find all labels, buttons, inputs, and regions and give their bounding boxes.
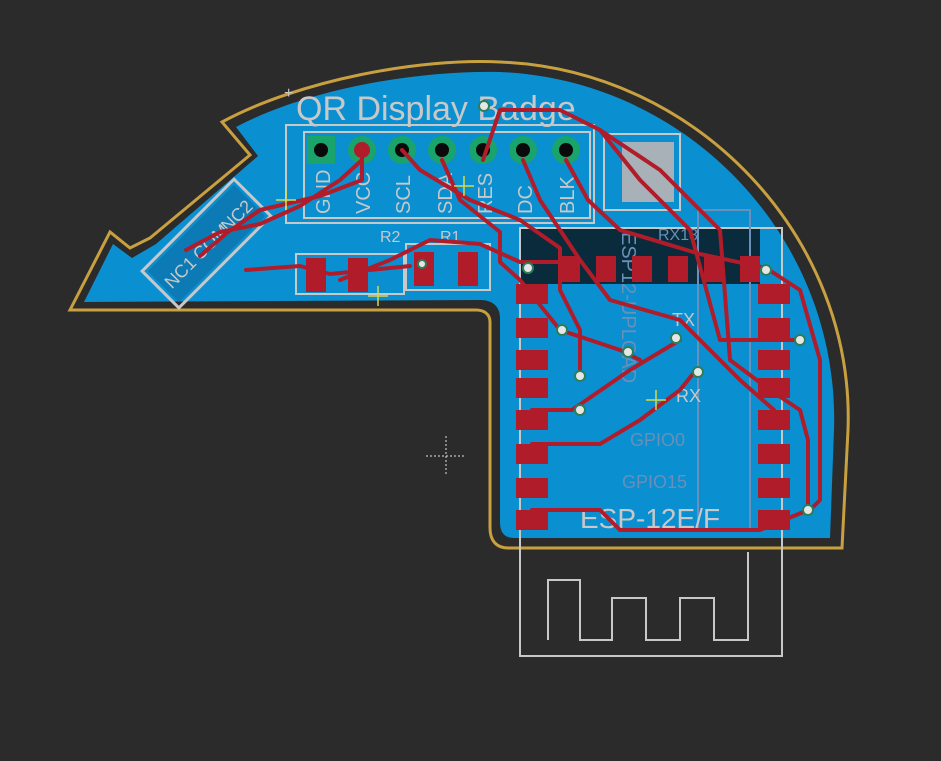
trace-11 (338, 238, 562, 282)
via-8 (692, 366, 704, 378)
esp-tx-label: TX (672, 310, 695, 330)
copper-traces (184, 108, 822, 532)
esp-right-pad-4 (758, 378, 790, 398)
cursor-crosshair[interactable] (426, 436, 466, 476)
header-pin-7-hole (559, 143, 573, 157)
trace-4 (440, 158, 642, 362)
resistor-r2-label: R2 (380, 229, 401, 246)
header-pin-6-hole (516, 143, 530, 157)
esp-right-pad-2 (758, 318, 790, 338)
header-pin-1-hole (314, 143, 328, 157)
header-silk (285, 124, 595, 224)
via-2 (522, 262, 534, 274)
trace-8 (530, 508, 810, 532)
esp-right-pad-6 (758, 444, 790, 464)
esp-gpio0-label: GPIO0 (630, 430, 685, 450)
esp-top-pad-2 (596, 256, 616, 282)
vias (417, 100, 814, 516)
esp-top-label: RX13 (658, 227, 698, 244)
logo-graphic-frame (603, 133, 681, 211)
esp-module-outline (519, 227, 783, 657)
copper-pour (84, 71, 835, 538)
resistor-pad-2 (348, 258, 368, 292)
trace-10 (530, 338, 682, 412)
trace-12 (244, 264, 412, 276)
resistor-pad-4 (458, 252, 478, 286)
esp-left-pads (516, 284, 548, 530)
via-7 (670, 332, 682, 344)
trace-9 (530, 368, 698, 446)
via-1 (478, 100, 490, 112)
resistor-pad-3 (414, 252, 434, 286)
via-9 (760, 264, 772, 276)
esp-top-pad-5 (704, 256, 724, 282)
esp-top-pad-6 (740, 256, 760, 282)
board-outline (67, 60, 850, 550)
trace-3 (400, 148, 582, 378)
header-silk-inner (303, 131, 591, 219)
esp-gpio15-label: GPIO15 (622, 472, 687, 492)
esp-left-pad-6 (516, 444, 548, 464)
via-11 (802, 504, 814, 516)
esp-top-pads (560, 256, 760, 282)
esp-left-pad-3 (516, 350, 548, 370)
header-pin-label-scl: SCL (393, 175, 415, 214)
trace-5 (481, 108, 802, 342)
esp-rx-label: RX (676, 386, 701, 406)
via-10 (794, 334, 806, 346)
resistor-pad-1 (306, 258, 326, 292)
header-pins (307, 136, 580, 164)
esp-right-pads (758, 284, 790, 530)
via-3 (556, 324, 568, 336)
trace-13 (598, 128, 810, 512)
via-4 (574, 370, 586, 382)
esp-right-pad-7 (758, 478, 790, 498)
via-12 (417, 259, 427, 269)
esp-top-pad-4 (668, 256, 688, 282)
esp-left-pad-2 (516, 318, 548, 338)
esp-right-pad-5 (758, 410, 790, 430)
header-pin-4-hole (435, 143, 449, 157)
trace-6 (521, 158, 776, 412)
origin-markers (276, 176, 666, 410)
esp-left-pad-8 (516, 510, 548, 530)
esp-right-pad-1 (758, 284, 790, 304)
header-pin-label-blk: BLK (557, 176, 579, 214)
esp-top-pad-1 (560, 256, 580, 282)
corner-mark: + (284, 85, 293, 102)
switch-body (139, 177, 273, 311)
esp-left-pad-5 (516, 410, 548, 430)
esp-right-pad-8 (758, 510, 790, 530)
esp-left-pad-7 (516, 478, 548, 498)
trace-2 (184, 158, 364, 252)
via-5 (574, 404, 586, 416)
resistor-silk-left (295, 253, 405, 295)
esp-top-pad-3 (632, 256, 652, 282)
esp-antenna (547, 552, 749, 641)
esp-left-pad-4 (516, 378, 548, 398)
header-pin-label-sda: SDA (435, 172, 457, 214)
switch-footprint: NC2 COM NC1 (139, 177, 273, 311)
header-pin-label-dc: DC (515, 185, 537, 214)
switch-body-inner (147, 184, 266, 303)
resistor-footprints: R2 R1 (295, 229, 491, 295)
via-6 (622, 346, 634, 358)
trace-1 (198, 148, 364, 258)
esp-right-pad-3 (758, 350, 790, 370)
